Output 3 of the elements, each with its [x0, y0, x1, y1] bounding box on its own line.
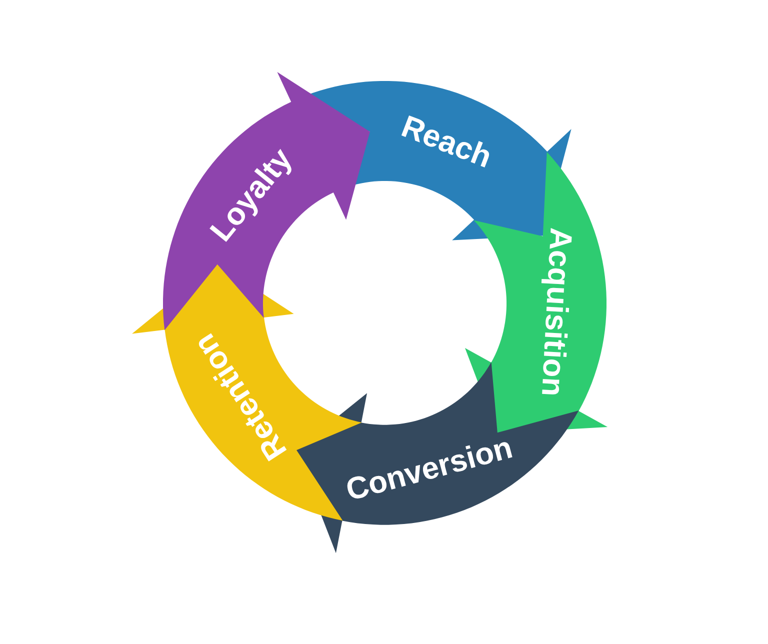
segment-label: Reach — [396, 108, 497, 176]
cycle-stage-segment — [163, 72, 370, 330]
segment-label: Acquisition — [534, 226, 580, 398]
